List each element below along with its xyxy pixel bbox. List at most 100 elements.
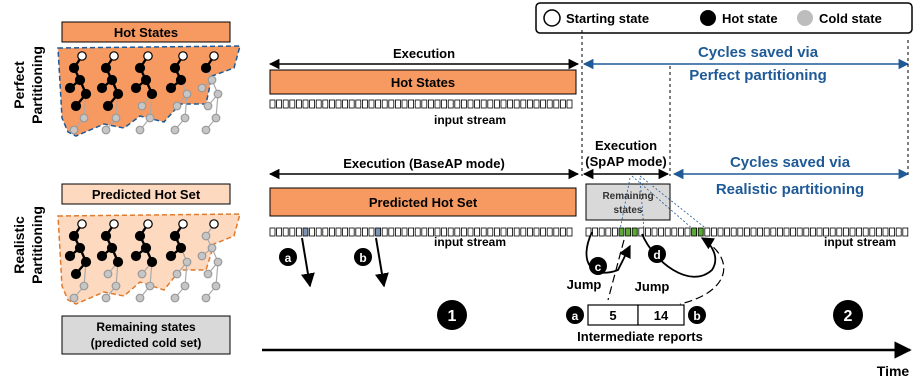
input-symbol-cell (335, 99, 342, 109)
cold-state-node (137, 101, 147, 111)
perfect-input-stream (269, 99, 573, 109)
hot-state-node (74, 242, 86, 254)
hot-state-node (96, 250, 108, 262)
input-symbol-cell (408, 227, 415, 237)
baseap-execution-label: Execution (BaseAP mode) (343, 156, 505, 171)
input-symbol-cell (560, 227, 566, 237)
input-symbol-cell (427, 227, 434, 237)
input-symbol-cell (829, 227, 836, 237)
input-symbol-cell (540, 99, 546, 109)
perfect-row-label: Perfect Partitioning (11, 46, 45, 124)
hot-state-node (146, 256, 158, 268)
cold-state-node (197, 83, 207, 93)
perfect-hot-states-box: Hot States (61, 21, 231, 43)
jump-label-1: Jump (567, 277, 602, 292)
hot-state-node (68, 230, 80, 242)
input-symbol-cell (527, 227, 533, 237)
input-symbol-cell (328, 227, 335, 237)
input-symbol-cell (309, 227, 316, 237)
spap-input-stream-label: input stream (824, 235, 896, 249)
baseap-exec-box: Predicted Hot Set (269, 187, 577, 217)
input-symbol-cell (869, 227, 876, 237)
input-symbol-cell (269, 227, 276, 237)
legend: Starting state Hot state Cold state (535, 2, 913, 34)
input-symbol-cell (421, 227, 428, 237)
hot-state-node (100, 230, 112, 242)
input-symbol-cell (816, 227, 823, 237)
input-symbol-cell (361, 227, 368, 237)
input-symbol-cell (315, 227, 322, 237)
hot-state-node (134, 230, 146, 242)
input-symbol-cell (289, 99, 296, 109)
hot-state-node (130, 82, 142, 94)
baseap-input-stream-label: input stream (434, 235, 506, 249)
cold-state-node (69, 293, 79, 303)
hot-state-node (106, 242, 118, 254)
input-symbol-cell (902, 227, 909, 237)
input-symbol-cell (335, 227, 342, 237)
input-symbol-cell (585, 227, 592, 237)
perfect-exec-box: Hot States (269, 69, 577, 95)
starting-state-node (109, 51, 119, 61)
perfect-state-trees (64, 51, 223, 135)
report-link-b (679, 239, 725, 305)
svg-text:states: states (614, 205, 643, 216)
legend-cold-label: Cold state (819, 11, 882, 26)
hot-state-node (96, 82, 108, 94)
input-symbol-cell (328, 99, 335, 109)
cold-state-node (69, 125, 79, 135)
cold-state-node (111, 281, 121, 291)
cold-state-node (182, 89, 192, 99)
input-symbol-cell (744, 227, 750, 237)
marker-a-report: a (566, 306, 584, 324)
realistic-row-label: Realistic Partitioning (11, 206, 45, 284)
starting-state-node (143, 219, 153, 229)
perfect-input-stream-label: input stream (434, 113, 506, 127)
cold-state-node (201, 125, 211, 135)
cold-state-node (79, 281, 89, 291)
svg-text:(predicted cold set): (predicted cold set) (91, 336, 202, 350)
input-symbol-cell (553, 99, 560, 109)
input-symbol-cell (467, 99, 474, 109)
input-symbol-cell (540, 227, 546, 237)
cold-state-node (201, 293, 211, 303)
input-symbol-cell (546, 99, 553, 109)
input-symbol-cell (520, 99, 527, 109)
input-symbol-cell (276, 99, 283, 109)
hot-state-node (106, 74, 118, 86)
input-symbol-cell (527, 99, 533, 109)
svg-text:1: 1 (448, 308, 457, 325)
input-symbol-cell (513, 227, 520, 237)
phase-1-badge: 1 (437, 300, 467, 330)
hot-state-node (80, 256, 92, 268)
hot-state-node (70, 100, 82, 112)
remaining-states-box: Remaining states (predicted cold set) (61, 315, 231, 355)
input-symbol-cell (447, 99, 454, 109)
input-symbol-cell (401, 227, 408, 237)
input-symbol-cell (348, 227, 355, 237)
input-symbol-cell (375, 99, 382, 109)
input-symbol-cell (790, 227, 796, 237)
cold-state-node (182, 257, 192, 267)
input-symbol-cell (592, 227, 598, 237)
input-symbol-cell (487, 99, 494, 109)
svg-text:Partitioning: Partitioning (29, 206, 45, 284)
input-symbol-cell (560, 99, 566, 109)
svg-text:Remaining: Remaining (602, 191, 653, 202)
input-symbol-cell (408, 99, 415, 109)
svg-text:Hot States: Hot States (114, 25, 178, 40)
input-symbol-cell (276, 227, 283, 237)
input-symbol-cell (361, 99, 368, 109)
input-symbol-cell (434, 227, 441, 237)
input-symbol-cell (282, 227, 289, 237)
input-symbol-cell (724, 227, 730, 237)
input-symbol-cell (434, 99, 441, 109)
input-symbol-cell (697, 227, 704, 237)
starting-state-node (209, 219, 219, 229)
input-symbol-cell (460, 227, 467, 237)
input-symbol-cell (730, 227, 737, 237)
svg-text:Predicted Hot Set: Predicted Hot Set (369, 195, 478, 210)
legend-hot-label: Hot state (722, 11, 778, 26)
cold-state-node (180, 113, 190, 123)
baseap-input-stream (269, 227, 573, 237)
